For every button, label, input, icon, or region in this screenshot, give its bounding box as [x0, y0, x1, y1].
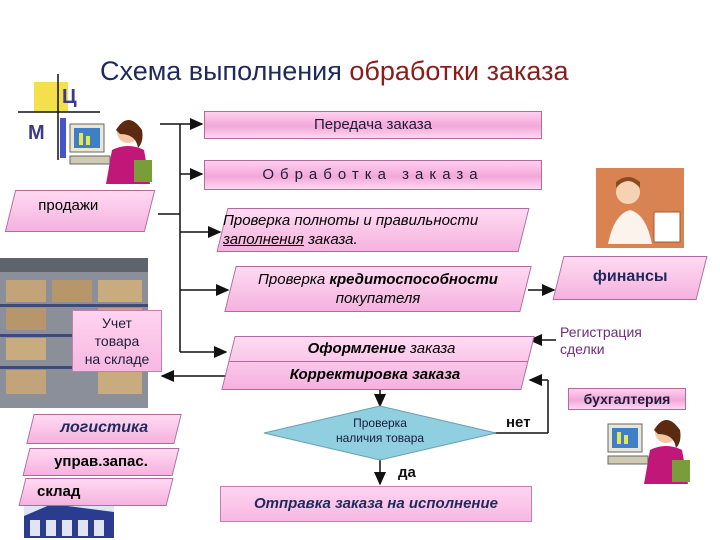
check-completeness-tail: заказа. — [303, 231, 358, 248]
processing-label: Обработка заказа — [262, 166, 484, 183]
warehouse-line1: Учет — [102, 315, 132, 331]
check-completeness-label: Проверка полноты и правильности заполнен… — [223, 211, 523, 249]
inventory-box: управ.запас. — [22, 448, 180, 476]
accounting-box: бухгалтерия — [568, 388, 686, 410]
decision-line2: наличия товара — [335, 431, 425, 445]
stock-box: склад — [18, 478, 174, 506]
ship-box: Отправка заказа на исполнение — [220, 486, 532, 522]
decision-label: Проверка наличия товара — [310, 416, 450, 446]
page-title: Схема выполнения обработки заказа — [100, 56, 568, 87]
warehouse-line3: на складе — [84, 351, 150, 367]
building-icon — [24, 504, 114, 538]
logo-letter-m: М — [28, 122, 45, 144]
processing-box: Обработка заказа — [204, 160, 542, 190]
credit-check-bold: кредитоспособности — [329, 271, 498, 288]
sales-label: продажи — [38, 197, 99, 214]
finance-box: финансы — [552, 256, 708, 300]
logo-icon — [18, 74, 100, 160]
formalize-correct-box: Оформление заказа Корректировка заказа — [221, 336, 535, 390]
decision-line1: Проверка — [353, 416, 407, 430]
sales-box: продажи — [4, 190, 156, 232]
logo-letter-c: Ц — [62, 86, 77, 108]
logistics-box: логистика — [26, 414, 182, 444]
inventory-label: управ.запас. — [54, 453, 148, 470]
credit-check-box: Проверка кредитоспособности покупателя — [224, 266, 532, 312]
logistics-label: логистика — [60, 419, 149, 436]
ship-label: Отправка заказа на исполнение — [253, 495, 498, 512]
check-completeness-line2: заполнения заказа. — [223, 230, 523, 249]
formalize-label: Оформление заказа — [232, 337, 530, 361]
stock-label: склад — [37, 483, 81, 500]
transfer-label: Передача заказа — [313, 116, 433, 133]
register-line2: сделки — [560, 341, 605, 357]
check-completeness-underlined: заполнения — [223, 231, 304, 248]
warehouse-line2: товара — [94, 333, 140, 349]
credit-check-label: Проверка кредитоспособности покупателя — [231, 270, 525, 308]
office-worker-icon — [66, 116, 158, 186]
title-part1: Схема выполнения — [100, 56, 342, 86]
formalize-tail: заказа — [405, 340, 456, 357]
credit-check-line1: Проверка кредитоспособности — [231, 270, 525, 289]
warehouse-accounting-box: Учет товара на складе — [72, 310, 162, 372]
finance-label: финансы — [592, 268, 668, 285]
check-completeness-line1: Проверка полноты и правильности — [223, 212, 479, 229]
accounting-label: бухгалтерия — [583, 391, 671, 407]
accountant-icon — [604, 416, 694, 496]
decision-yes-label: да — [398, 464, 416, 481]
credit-check-prefix: Проверка — [258, 271, 330, 288]
manager-icon — [596, 168, 684, 248]
check-completeness-box: Проверка полноты и правильности заполнен… — [216, 208, 530, 252]
title-part2: обработки заказа — [349, 56, 569, 86]
formalize-bold: Оформление — [307, 340, 406, 357]
register-deal-label: Регистрация сделки — [560, 324, 642, 358]
correct-label: Корректировка заказа — [289, 366, 461, 383]
decision-diamond — [263, 405, 497, 461]
decision-no-label: нет — [506, 414, 531, 431]
transfer-box: Передача заказа — [204, 111, 542, 139]
register-line1: Регистрация — [560, 324, 642, 340]
credit-check-line2: покупателя — [335, 290, 421, 307]
